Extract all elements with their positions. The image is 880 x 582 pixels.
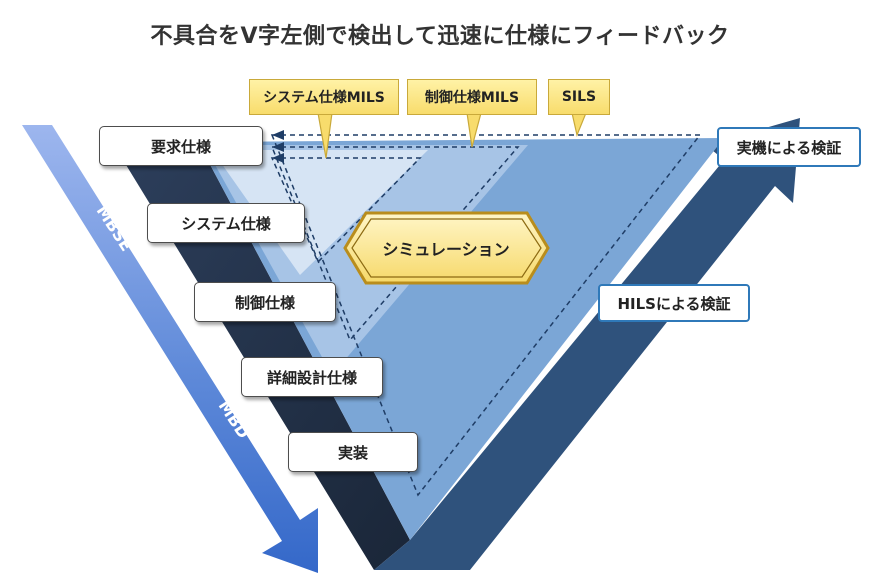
- mils-system-dashed-outline: [270, 157, 422, 264]
- callout-control-mils: 制御仕様MILS: [407, 79, 537, 115]
- step-system-spec: システム仕様: [147, 203, 305, 243]
- simulation-label: シミュレーション: [382, 240, 510, 259]
- callout-system-mils: システム仕様MILS: [249, 79, 399, 115]
- verification-hils: HILSによる検証: [598, 284, 750, 322]
- callout-sils: SILS: [548, 79, 610, 115]
- step-requirements: 要求仕様: [99, 126, 263, 166]
- verification-real-machine: 実機による検証: [717, 127, 861, 167]
- step-control-spec: 制御仕様: [194, 282, 336, 322]
- callout-tail-sils: [571, 112, 587, 137]
- step-detailed-design: 詳細設計仕様: [241, 357, 383, 397]
- v-right-arm: [374, 118, 800, 570]
- feedback-arrow-control-icon: [272, 142, 284, 152]
- simulation-badge-inner: [351, 218, 542, 278]
- mbse-mbd-side-arrow: [22, 125, 318, 573]
- feedback-arrow-system-icon: [272, 153, 284, 163]
- mils-system-region: [212, 150, 428, 275]
- feedback-arrow-sils-icon: [272, 130, 284, 140]
- simulation-badge-shape: [343, 211, 550, 285]
- page-title: 不具合をV字左側で検出して迅速に仕様にフィードバック: [150, 24, 730, 49]
- step-implementation: 実装: [288, 432, 418, 472]
